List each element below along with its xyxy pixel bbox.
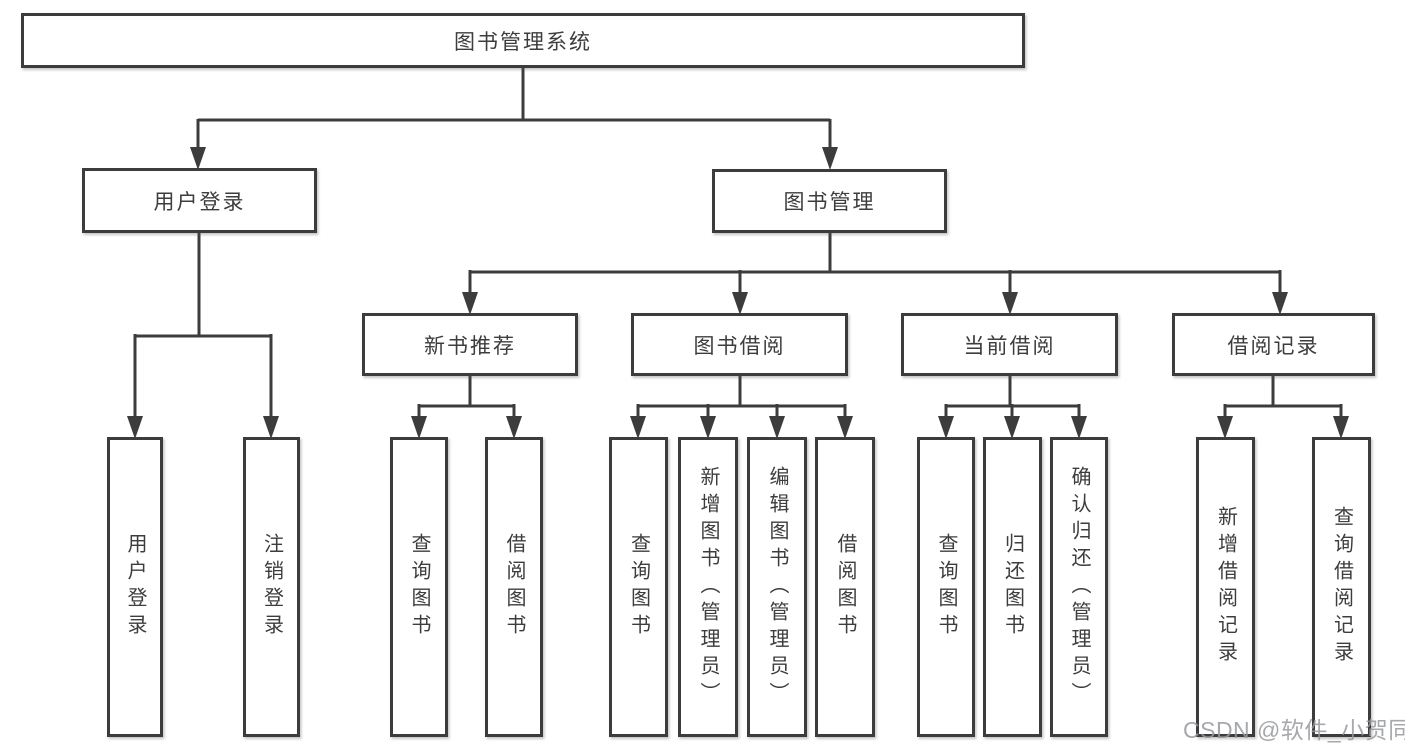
leaf-query-borrow-record: 查询借阅记录 [1312, 437, 1371, 737]
node-new-book-recommend: 新书推荐 [362, 313, 578, 376]
leaf-query-books-recommend-label: 查询图书 [408, 533, 430, 641]
node-borrowing-records-label: 借阅记录 [1227, 334, 1320, 358]
leaf-borrow-books-borrowing-label: 借阅图书 [834, 533, 856, 641]
node-book-management-system: 图书管理系统 [21, 13, 1025, 68]
leaf-add-books-admin-label: 新增图书（管理员） [697, 465, 719, 709]
leaf-query-books-borrowing-label: 查询图书 [627, 533, 650, 641]
leaf-query-books-borrowing: 查询图书 [609, 437, 668, 737]
leaf-logout: 注销登录 [243, 437, 300, 737]
leaf-return-books-label: 归还图书 [1001, 533, 1024, 641]
node-current-borrowing-label: 当前借阅 [963, 334, 1056, 358]
leaf-query-borrow-record-label: 查询借阅记录 [1330, 506, 1353, 668]
node-user-login: 用户登录 [82, 168, 317, 233]
node-book-management-label: 图书管理 [783, 191, 876, 214]
leaf-add-books-admin: 新增图书（管理员） [678, 437, 738, 737]
arrowheads [127, 147, 1349, 439]
node-new-book-recommend-label: 新书推荐 [424, 334, 516, 358]
node-book-borrowing: 图书借阅 [631, 313, 848, 376]
node-book-management: 图书管理 [712, 169, 947, 233]
leaf-user-login-label: 用户登录 [124, 533, 146, 641]
leaf-add-borrow-record-label: 新增借阅记录 [1214, 506, 1237, 668]
leaf-borrow-books-recommend-label: 借阅图书 [503, 533, 525, 641]
leaf-borrow-books-borrowing: 借阅图书 [815, 437, 875, 737]
leaf-logout-label: 注销登录 [260, 533, 283, 641]
node-borrowing-records: 借阅记录 [1172, 313, 1375, 376]
leaf-return-books: 归还图书 [983, 437, 1042, 737]
leaf-user-login: 用户登录 [107, 437, 163, 737]
csdn-watermark: CSDN @软件_小贺同学 [1183, 717, 1405, 743]
leaf-edit-books-admin: 编辑图书（管理员） [747, 437, 807, 737]
node-current-borrowing: 当前借阅 [901, 313, 1118, 376]
leaf-edit-books-admin-label: 编辑图书（管理员） [766, 465, 788, 709]
node-user-login-label: 用户登录 [153, 190, 246, 214]
leaf-add-borrow-record: 新增借阅记录 [1196, 437, 1255, 737]
node-book-borrowing-label: 图书借阅 [693, 334, 786, 358]
leaf-confirm-return-admin: 确认归还（管理员） [1050, 437, 1108, 737]
leaf-confirm-return-admin-label: 确认归还（管理员） [1068, 465, 1090, 709]
node-book-management-system-label: 图书管理系统 [454, 30, 592, 54]
connector-lines [133, 68, 1343, 417]
leaf-query-books-recommend: 查询图书 [390, 437, 448, 737]
leaf-borrow-books-recommend: 借阅图书 [485, 437, 543, 737]
leaf-query-books-current-label: 查询图书 [935, 533, 957, 641]
leaf-query-books-current: 查询图书 [917, 437, 975, 737]
